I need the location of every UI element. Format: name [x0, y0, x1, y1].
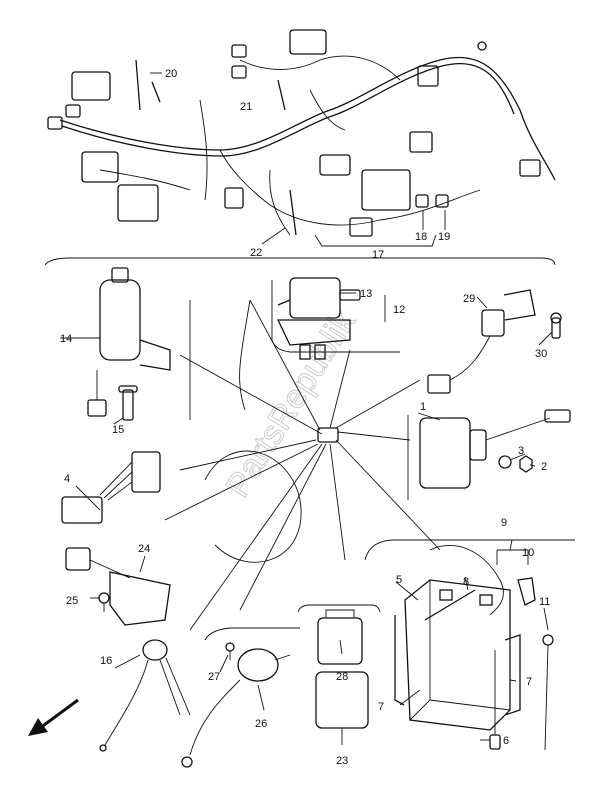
nut-2: [519, 455, 533, 473]
relay-screw-30: [550, 312, 562, 339]
label-18: 18: [415, 231, 427, 243]
relay-assembly-29: [427, 289, 536, 394]
wire-lead: [99, 639, 191, 752]
sensor-lead: [181, 648, 291, 768]
label-3: 3: [518, 445, 524, 457]
battery-cover-7: [394, 615, 521, 716]
harness-connector: [349, 217, 373, 237]
sensor-screw: [225, 642, 235, 660]
part-labels: 20 21 22 17 18 19 13 12 29 30 14 15 1 3 …: [60, 68, 550, 767]
battery: [404, 579, 511, 731]
harness-connector: [417, 65, 439, 87]
cable-tie: [277, 79, 286, 111]
harness-connector: [289, 29, 327, 55]
label-15: 15: [112, 424, 124, 436]
harness-terminal: [415, 194, 429, 208]
label-26: 26: [255, 718, 267, 730]
relay-28: [317, 609, 363, 665]
harness-terminal: [435, 194, 449, 208]
svg-text:PartsRepublik: PartsRepublik: [218, 304, 363, 504]
label-30: 30: [535, 348, 547, 360]
harness-terminal: [231, 44, 247, 58]
switch-bolt: [118, 385, 138, 421]
harness-ring-terminal: [477, 41, 487, 51]
harness-connector: [71, 71, 111, 101]
label-12: 12: [393, 304, 405, 316]
label-20: 20: [165, 68, 177, 80]
label-6: 6: [503, 735, 509, 747]
harness-connector: [81, 151, 119, 183]
harness-junction-box: [361, 169, 411, 211]
main-switch: [87, 267, 171, 417]
leader-lines: [60, 72, 553, 745]
label-13: 13: [360, 288, 372, 300]
label-19: 19: [438, 231, 450, 243]
ref-bracket-17: [314, 234, 437, 247]
harness-connector: [409, 131, 433, 153]
label-21: 21: [240, 101, 252, 113]
battery-cap-10: [517, 577, 536, 606]
cable-tie: [135, 59, 141, 111]
label-1: 1: [420, 401, 426, 413]
harness-terminal: [231, 65, 247, 79]
group-bracket: [271, 280, 400, 353]
wire-harness: [47, 29, 556, 237]
label-27: 27: [208, 671, 220, 683]
label-2: 2: [541, 461, 547, 473]
group-bracket: [44, 257, 556, 266]
cable-tie: [289, 189, 297, 236]
bracket-screw: [98, 592, 110, 612]
label-5: 5: [396, 574, 402, 586]
washer-3: [498, 455, 512, 469]
battery-band: [424, 589, 476, 621]
label-17: 17: [372, 249, 384, 261]
label-22: 22: [250, 247, 262, 259]
harness-connector: [519, 159, 541, 177]
cable-tie: [151, 81, 161, 103]
fuse: [339, 289, 361, 301]
group-bracket: [204, 627, 300, 641]
harness-terminal: [65, 104, 81, 118]
watermark: PartsRepublik: [218, 303, 364, 504]
label-8: 8: [463, 576, 469, 588]
central-hub: [164, 299, 441, 631]
label-4: 4: [64, 473, 70, 485]
label-7-right: 7: [526, 676, 532, 688]
group-bracket: [364, 539, 575, 561]
harness-connector: [224, 187, 244, 209]
harness-connector: [319, 154, 351, 176]
positive-cable-6: [489, 650, 501, 750]
direction-arrow: [28, 698, 79, 736]
harness-connector: [117, 184, 159, 222]
negative-cable-11: [542, 634, 554, 751]
relay-bracket-assembly: [65, 547, 171, 626]
harness-terminal: [47, 116, 63, 130]
label-11: 11: [539, 596, 550, 608]
label-29: 29: [463, 293, 475, 305]
label-25: 25: [66, 595, 78, 607]
label-23: 23: [336, 755, 348, 767]
flasher-assembly: [419, 409, 571, 489]
label-10: 10: [522, 547, 534, 559]
label-14: 14: [60, 333, 72, 345]
label-16: 16: [100, 655, 112, 667]
label-9: 9: [501, 517, 507, 529]
group-bracket: [297, 604, 381, 613]
label-24: 24: [138, 543, 150, 555]
wire-connector: [61, 451, 161, 524]
label-7-left: 7: [378, 701, 384, 713]
battery-lead-9: [429, 545, 504, 616]
label-28: 28: [336, 671, 348, 683]
